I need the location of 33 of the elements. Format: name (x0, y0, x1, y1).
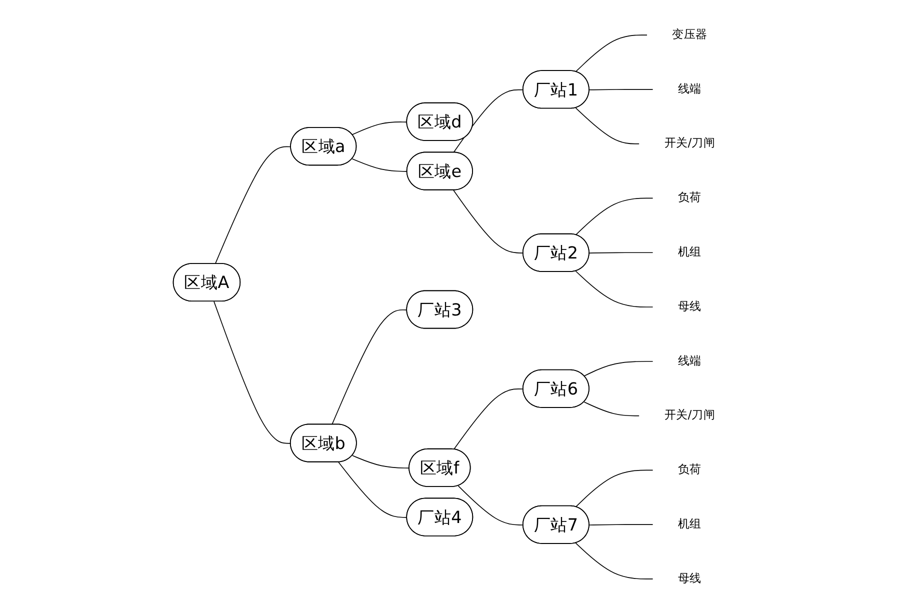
node-text: 开关/刀闸 (664, 136, 716, 150)
node-text: 线端 (678, 82, 702, 96)
connector (576, 270, 654, 308)
connector (352, 455, 410, 468)
connector (589, 252, 654, 254)
connector (458, 485, 524, 526)
connector (352, 158, 408, 172)
connector (589, 89, 654, 90)
node-text: 母线 (678, 300, 702, 314)
node-text: 线端 (678, 354, 702, 368)
connector (454, 388, 524, 450)
node-text: 机组 (678, 245, 702, 259)
connector (576, 542, 654, 580)
node-text: 负荷 (678, 463, 702, 476)
node-text: 负荷 (678, 191, 702, 204)
connector (589, 524, 654, 526)
node-text: 机组 (678, 517, 702, 531)
connector (584, 360, 654, 376)
connector (338, 462, 408, 518)
connector (332, 309, 408, 425)
connector (453, 190, 524, 254)
connector (215, 146, 292, 264)
node-text: 开关/刀闸 (664, 408, 716, 422)
node-text: 母线 (678, 572, 702, 586)
connector (576, 470, 654, 508)
node-text: 变压器 (672, 28, 708, 42)
connector (453, 89, 524, 154)
connector (352, 122, 408, 136)
connector (214, 301, 292, 444)
connector (576, 34, 648, 72)
connector (576, 198, 654, 236)
connector (584, 402, 640, 416)
connector (576, 108, 640, 144)
